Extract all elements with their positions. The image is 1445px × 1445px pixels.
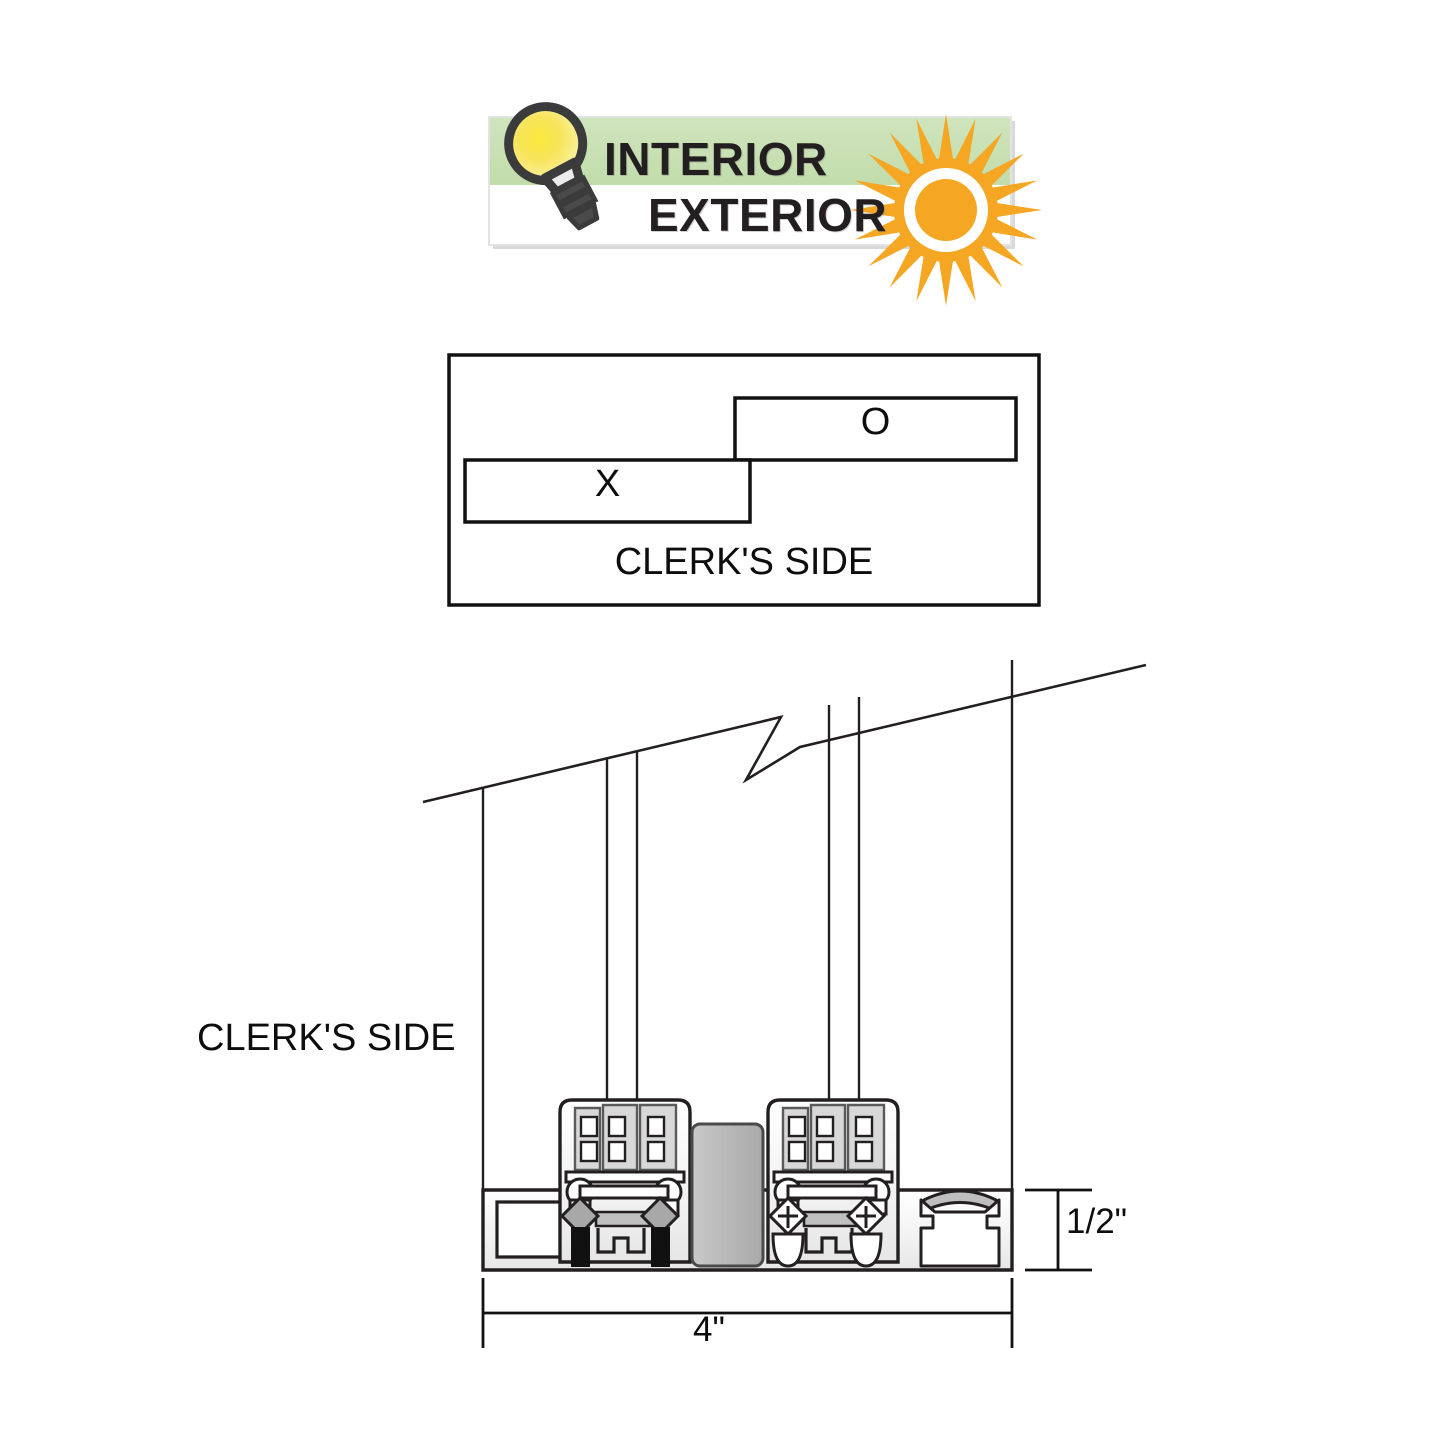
glass-panel-lines — [481, 660, 1014, 1190]
plan-panel-operable — [463, 458, 752, 524]
plan-panel-fixed — [733, 396, 1018, 462]
snap-in-stop — [919, 1189, 1001, 1268]
sun-icon — [850, 114, 1042, 306]
dimension-height-label: 1/2" — [1066, 1202, 1128, 1241]
banner-interior-label: INTERIOR — [604, 133, 828, 185]
guide-pin-left-2 — [639, 1195, 681, 1267]
plan-panel-fixed-label: O — [860, 401, 891, 443]
break-line — [422, 663, 1147, 804]
section-clerks-side-label: CLERK'S SIDE — [197, 1017, 456, 1059]
sash-right — [766, 1098, 900, 1268]
dimension-width-label: 4" — [693, 1310, 725, 1349]
banner-exterior-label: EXTERIOR — [648, 189, 888, 241]
roller-right-2 — [845, 1195, 887, 1268]
lightbulb-icon — [504, 102, 600, 231]
guide-pin-left — [559, 1195, 601, 1267]
sash-left — [558, 1098, 692, 1267]
roller-right-1 — [767, 1195, 809, 1268]
plan-panel-operable-label: X — [594, 463, 621, 505]
meeting-stile-interlock — [690, 1122, 765, 1268]
plan-clerks-side-label: CLERK'S SIDE — [614, 541, 874, 583]
